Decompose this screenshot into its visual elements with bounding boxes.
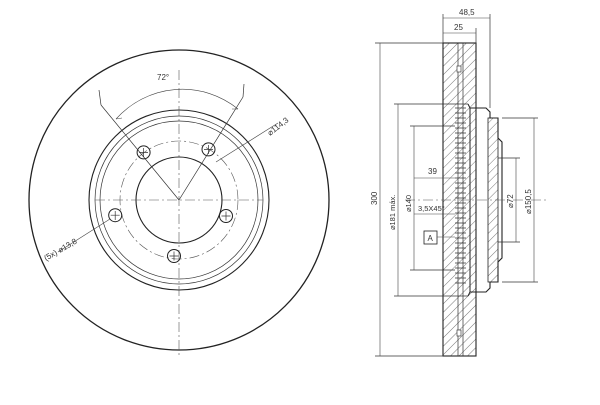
- angle-arc: [115, 88, 239, 120]
- angle-ray-left: [100, 104, 180, 201]
- disc-ring-section: [442, 42, 477, 357]
- depth-39-label: 39: [428, 167, 437, 176]
- bolt-hole: [136, 145, 151, 160]
- overall-width-label: 48,5: [459, 8, 475, 17]
- angle-ray-right: [178, 96, 244, 201]
- max-diameter-label: ⌀181 máx.: [388, 195, 397, 230]
- center-bore-label: ⌀72: [506, 194, 515, 208]
- vent-marker-bottom: [456, 329, 462, 337]
- pcd-leader: [215, 122, 279, 163]
- hub-diameter-label: ⌀150,5: [524, 189, 533, 214]
- diameter-140-label: ⌀140: [404, 195, 413, 212]
- bolt-hole: [108, 208, 123, 223]
- pcd-label: ⌀114,3: [266, 115, 291, 137]
- bolt-hole-label: (5x) ⌀13,8: [43, 236, 79, 262]
- outer-diameter-label: 300: [370, 191, 379, 205]
- bolt-hole: [201, 142, 216, 157]
- datum-box: [423, 230, 438, 245]
- side-view: 48,5 25 300 ⌀181 máx. ⌀140 39 3,5X45° A …: [370, 8, 548, 357]
- bolt-hole: [219, 209, 233, 223]
- bolt-holes: [108, 142, 233, 263]
- vent-marker-top: [456, 65, 462, 73]
- datum-label: A: [428, 234, 434, 243]
- front-view: 72° ⌀114,3 (5x) ⌀13,8: [28, 49, 330, 355]
- hub-inner-wall: [467, 103, 476, 297]
- bolt-hole-leader: [57, 218, 111, 253]
- disc-thickness-label: 25: [454, 23, 463, 32]
- bolt-hole: [167, 249, 181, 263]
- chamfer-label: 3,5X45°: [418, 204, 445, 213]
- angle-label: 72°: [157, 73, 169, 82]
